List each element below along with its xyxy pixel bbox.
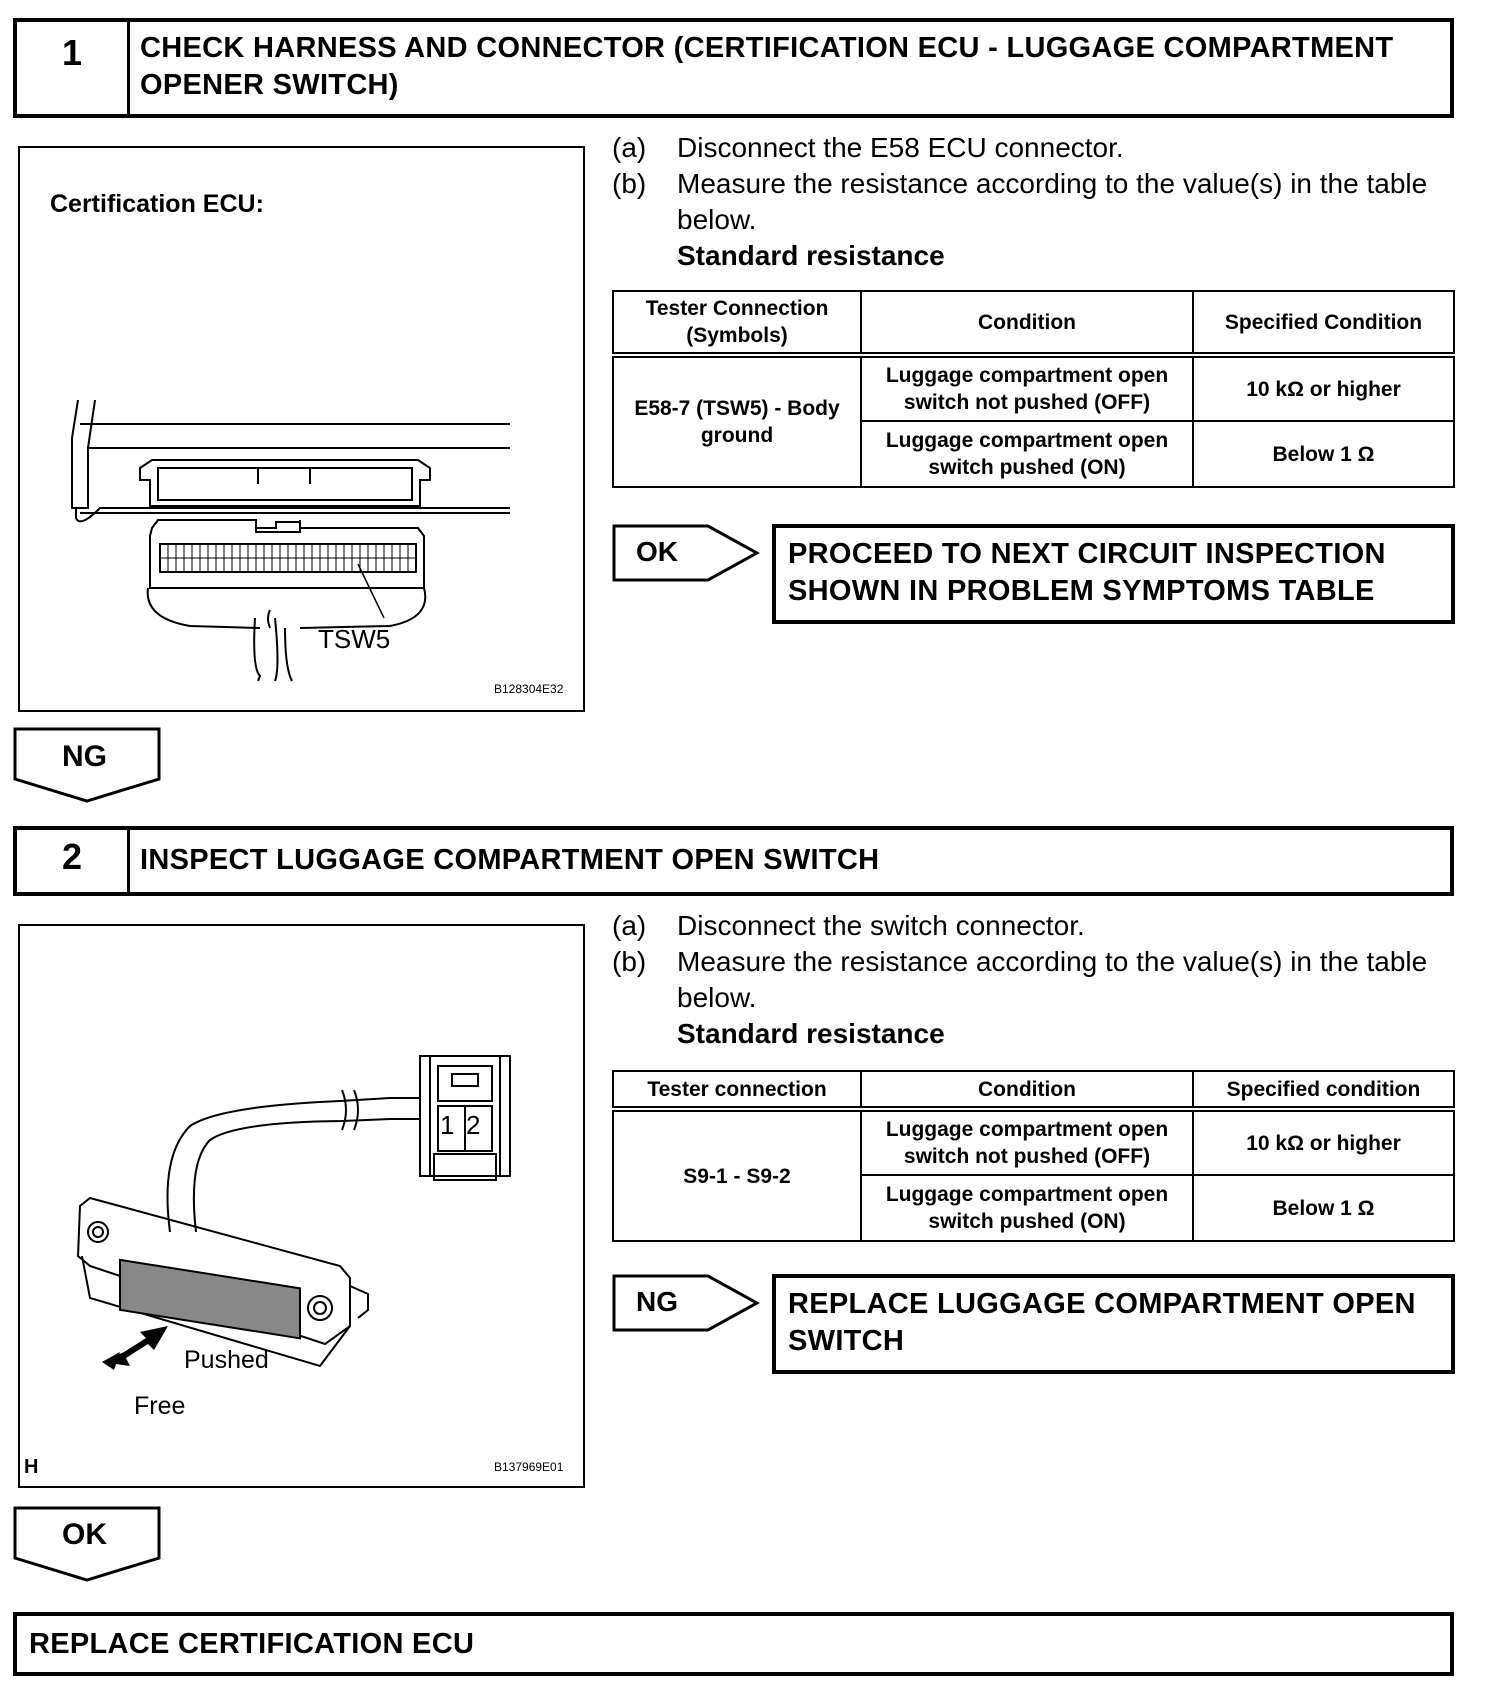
- instruction-a: (a) Disconnect the E58 ECU connector.: [612, 132, 1124, 163]
- step-1-resistance-table: Tester Connection (Symbols) Condition Sp…: [612, 290, 1455, 488]
- ok-flow-label: OK: [62, 1518, 107, 1551]
- table-cell-condition: Luggage compartment open switch not push…: [860, 354, 1194, 422]
- step-2-header: 2 INSPECT LUGGAGE COMPARTMENT OPEN SWITC…: [13, 826, 1454, 896]
- step-2-number: 2: [17, 830, 130, 892]
- ng-flow-arrow: [13, 727, 161, 803]
- table-cell-condition: Luggage compartment open switch pushed (…: [860, 1174, 1194, 1242]
- figure-code: B137969E01: [494, 1460, 564, 1474]
- instruction-b: (b) Measure the resistance according to …: [612, 168, 1428, 235]
- ng-result-label: NG: [636, 1286, 678, 1317]
- instruction-b: (b) Measure the resistance according to …: [612, 946, 1428, 1013]
- table-header: Tester Connection (Symbols): [612, 290, 862, 358]
- step-1-header: 1 CHECK HARNESS AND CONNECTOR (CERTIFICA…: [13, 18, 1454, 118]
- ecu-connector-illustration: [71, 399, 510, 682]
- figure-label: Certification ECU:: [50, 190, 264, 218]
- table-cell-specified: 10 kΩ or higher: [1192, 354, 1455, 422]
- table-cell-connection: S9-1 - S9-2: [612, 1108, 862, 1242]
- ng-result-arrow: [612, 1274, 760, 1332]
- corner-label: H: [24, 1456, 39, 1478]
- table-header: Tester connection: [612, 1070, 862, 1112]
- table-cell-specified: Below 1 Ω: [1192, 420, 1455, 488]
- figure-code: B128304E32: [494, 682, 564, 696]
- pushed-label: Pushed: [184, 1346, 269, 1374]
- tsw5-callout: TSW5: [318, 624, 391, 654]
- step-2-instructions: (a) Disconnect the switch connector. (b)…: [612, 908, 1462, 1052]
- table-cell-condition: Luggage compartment open switch not push…: [860, 1108, 1194, 1176]
- table-cell-specified: Below 1 Ω: [1192, 1174, 1455, 1242]
- step-1-instructions: (a) Disconnect the E58 ECU connector. (b…: [612, 130, 1462, 274]
- standard-resistance-label: Standard resistance: [677, 1018, 945, 1049]
- luggage-switch-figure: 1 2 Pushed Free H B137969E01: [18, 924, 585, 1488]
- free-label: Free: [134, 1392, 186, 1420]
- standard-resistance-label: Standard resistance: [677, 240, 945, 271]
- instruction-a: (a) Disconnect the switch connector.: [612, 910, 1085, 941]
- step-2-result-box: REPLACE LUGGAGE COMPARTMENT OPEN SWITCH: [772, 1274, 1455, 1374]
- table-header: Condition: [860, 1070, 1194, 1112]
- table-header: Specified Condition: [1192, 290, 1455, 358]
- step-1-number: 1: [17, 22, 130, 114]
- ok-flow-arrow: [13, 1506, 161, 1582]
- pin-2-label: 2: [466, 1110, 481, 1140]
- table-header: Specified condition: [1192, 1070, 1455, 1112]
- table-cell-connection: E58-7 (TSW5) - Body ground: [612, 354, 862, 488]
- step-1-title: CHECK HARNESS AND CONNECTOR (CERTIFICATI…: [140, 32, 1394, 101]
- ng-flow-label: NG: [62, 740, 107, 773]
- table-cell-condition: Luggage compartment open switch pushed (…: [860, 420, 1194, 488]
- table-header: Condition: [860, 290, 1194, 358]
- ok-result-arrow: [612, 524, 760, 582]
- ok-result-label: OK: [636, 536, 678, 567]
- luggage-switch-illustration: [76, 1055, 511, 1370]
- table-cell-specified: 10 kΩ or higher: [1192, 1108, 1455, 1176]
- final-action-box: REPLACE CERTIFICATION ECU: [13, 1612, 1454, 1676]
- step-2-title: INSPECT LUGGAGE COMPARTMENT OPEN SWITCH: [140, 844, 880, 876]
- step-2-resistance-table: Tester connection Condition Specified co…: [612, 1070, 1455, 1242]
- pin-1-label: 1: [440, 1110, 455, 1140]
- step-1-result-box: PROCEED TO NEXT CIRCUIT INSPECTION SHOWN…: [772, 524, 1455, 624]
- certification-ecu-figure: Certification ECU:: [18, 146, 585, 712]
